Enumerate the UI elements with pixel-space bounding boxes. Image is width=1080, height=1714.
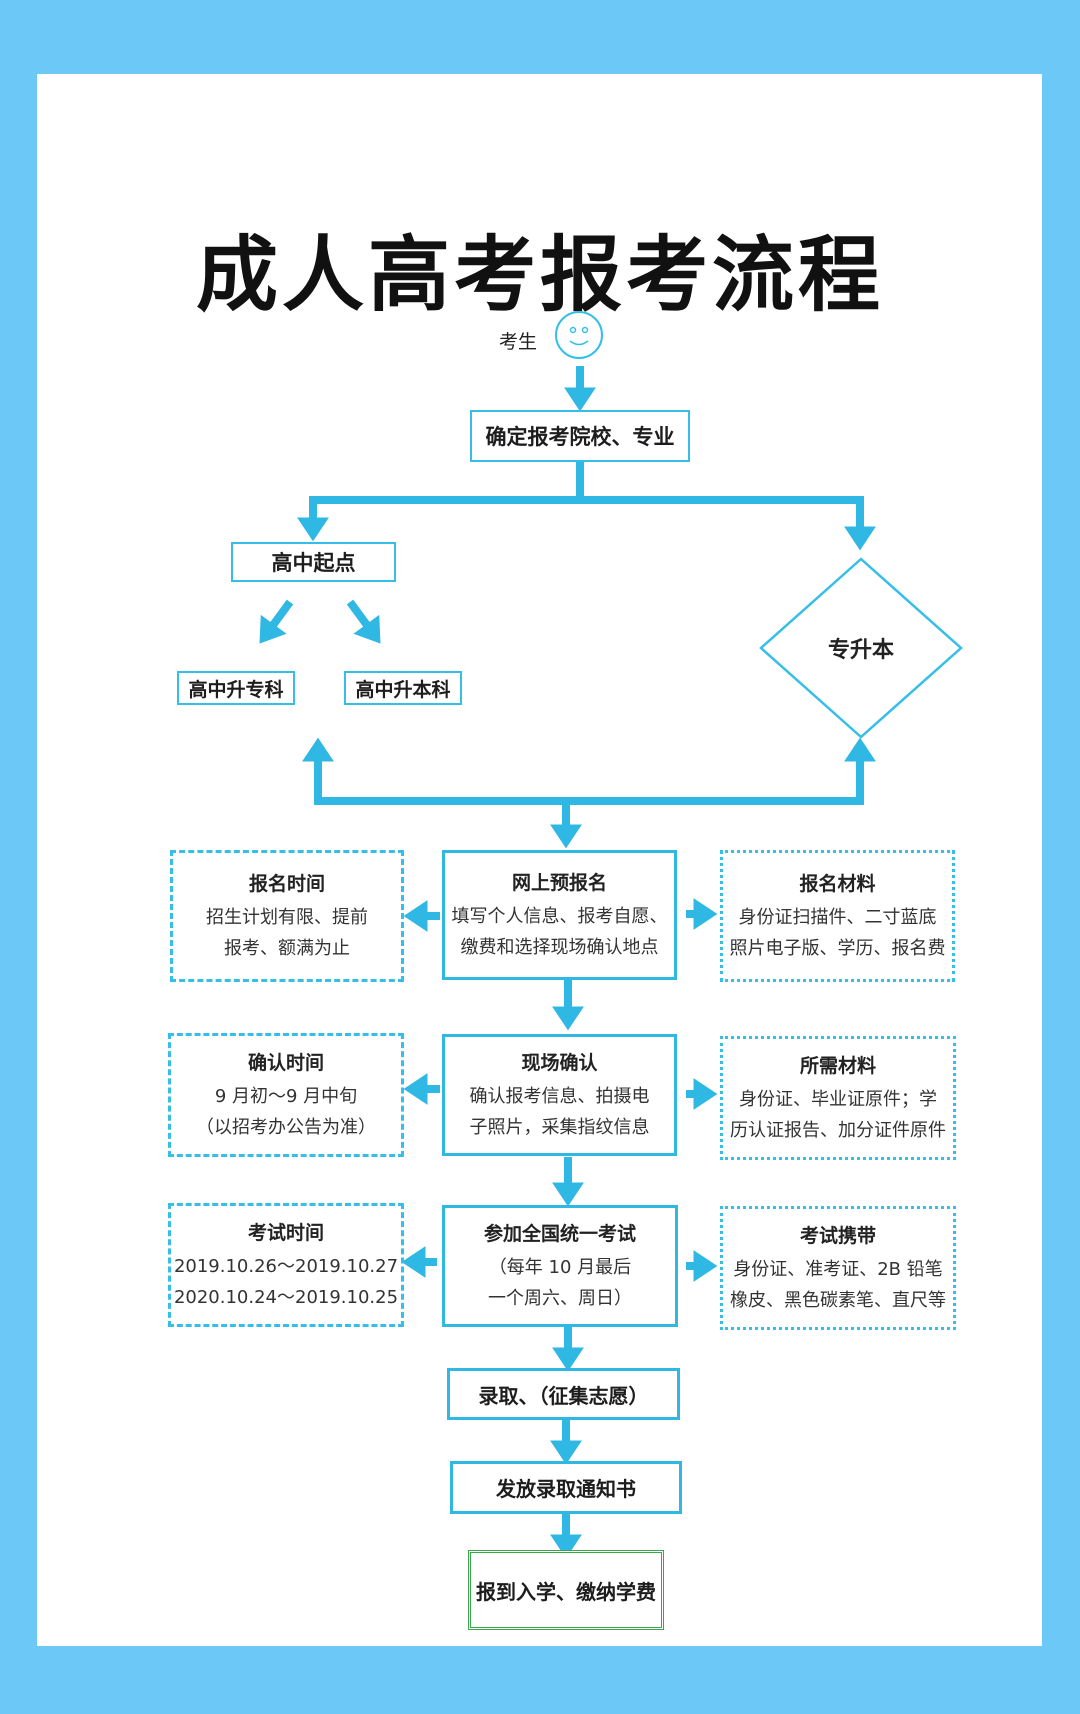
exam-time-line: 2020.10.24～2019.10.25	[173, 1286, 399, 1308]
confirm-line: 子照片，采集指纹信息	[469, 1116, 650, 1138]
arrow-to-junior	[259, 599, 294, 644]
enroll-pay-box: 报到入学、缴纳学费	[468, 1550, 664, 1630]
confirm-time-box: 确认时间 9 月初～9 月中旬 （以招考办公告为准）	[168, 1033, 404, 1157]
reg-materials-title: 报名材料	[799, 872, 876, 895]
national-exam-box: 参加全国统一考试 （每年 10 月最后 一个周六、周日）	[442, 1205, 678, 1327]
zsb-label: 专升本	[827, 638, 894, 663]
confirm-materials-box: 所需材料 身份证、毕业证原件；学 历认证报告、加分证件原件	[720, 1036, 956, 1160]
diamond-zsb-shape	[759, 557, 963, 739]
reg-time-title: 报名时间	[248, 872, 325, 895]
confirm-materials-line: 身份证、毕业证原件；学	[739, 1088, 937, 1110]
onsite-confirmation-box: 现场确认 确认报考信息、拍摄电 子照片，采集指纹信息	[442, 1034, 677, 1156]
online-line: 缴费和选择现场确认地点	[460, 936, 659, 958]
enroll-pay-label: 报到入学、缴纳学费	[476, 1579, 656, 1604]
reg-time-line: 报考、额满为止	[224, 937, 350, 959]
online-line: 填写个人信息、报考自愿、	[451, 905, 668, 927]
exam-time-box: 考试时间 2019.10.26～2019.10.27 2020.10.24～20…	[168, 1203, 404, 1327]
exam-line: （每年 10 月最后	[488, 1256, 632, 1278]
reg-materials-line: 照片电子版、学历、报名费	[729, 937, 946, 959]
reg-time-box: 报名时间 招生计划有限、提前 报考、额满为止	[170, 850, 404, 982]
candidate-label: 考生	[499, 331, 538, 353]
arrow-to-bachelor	[346, 599, 381, 644]
exam-carry-line: 身份证、准考证、2B 铅笔	[733, 1258, 943, 1280]
exam-title: 参加全国统一考试	[483, 1222, 636, 1245]
exam-carry-line: 橡皮、黑色碳素笔、直尺等	[730, 1289, 946, 1311]
online-preregistration-box: 网上预报名 填写个人信息、报考自愿、 缴费和选择现场确认地点	[442, 850, 677, 980]
hs-to-junior-label: 高中升专科	[188, 678, 284, 701]
hs-to-bachelor-label: 高中升本科	[355, 678, 451, 701]
step-choose-school-major: 确定报考院校、专业	[470, 410, 690, 462]
online-title: 网上预报名	[511, 871, 607, 894]
reg-materials-box: 报名材料 身份证扫描件、二寸蓝底 照片电子版、学历、报名费	[720, 850, 955, 982]
admission-notice-label: 发放录取通知书	[496, 1477, 636, 1501]
confirm-title: 现场确认	[521, 1051, 598, 1074]
node-hs-to-bachelor: 高中升本科	[344, 671, 462, 705]
node-high-school-start: 高中起点	[231, 542, 396, 582]
smiley-face-icon	[555, 311, 603, 359]
confirm-time-line: （以招考办公告为准）	[196, 1116, 376, 1138]
high-school-start-label: 高中起点	[271, 551, 356, 575]
admission-label: 录取、（征集志愿）	[478, 1383, 649, 1408]
confirm-time-title: 确认时间	[247, 1051, 324, 1074]
confirm-line: 确认报考信息、拍摄电	[469, 1085, 650, 1107]
admission-box: 录取、（征集志愿）	[447, 1368, 680, 1420]
admission-notice-box: 发放录取通知书	[450, 1461, 682, 1514]
exam-line: 一个周六、周日）	[488, 1287, 632, 1309]
exam-time-title: 考试时间	[247, 1221, 324, 1244]
exam-carry-title: 考试携带	[799, 1224, 876, 1247]
step-choose-label: 确定报考院校、专业	[485, 425, 675, 449]
node-hs-to-junior-college: 高中升专科	[177, 671, 295, 705]
exam-carry-box: 考试携带 身份证、准考证、2B 铅笔 橡皮、黑色碳素笔、直尺等	[720, 1206, 956, 1330]
page-title: 成人高考报考流程	[195, 227, 884, 323]
reg-materials-line: 身份证扫描件、二寸蓝底	[738, 906, 937, 928]
confirm-time-line: 9 月初～9 月中旬	[214, 1085, 358, 1107]
reg-time-line: 招生计划有限、提前	[206, 906, 368, 928]
confirm-materials-title: 所需材料	[799, 1054, 876, 1077]
exam-time-line: 2019.10.26～2019.10.27	[173, 1255, 399, 1277]
confirm-materials-line: 历认证报告、加分证件原件	[730, 1119, 946, 1141]
